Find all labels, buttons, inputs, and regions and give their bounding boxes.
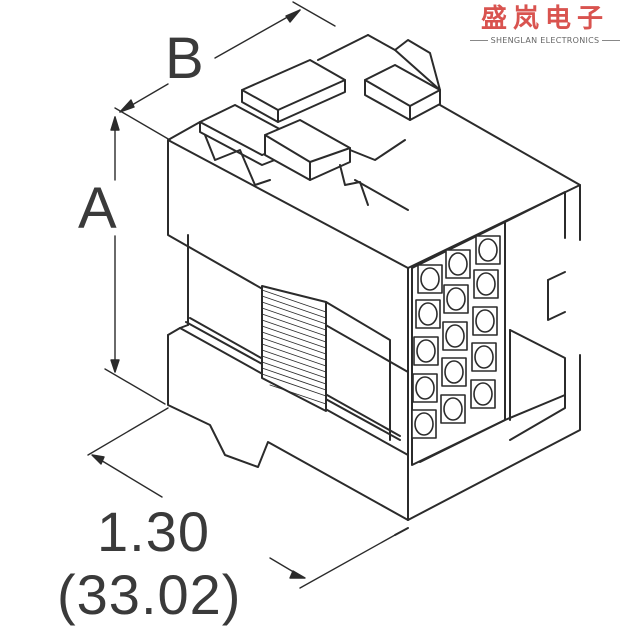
dimension-b-lines xyxy=(114,1,336,141)
grip-panel xyxy=(261,285,391,441)
watermark-brand-en: SHENGLAN ELECTRONICS xyxy=(490,36,600,45)
watermark-rule-right xyxy=(602,40,621,41)
dimension-b-label: B xyxy=(165,26,204,91)
watermark-brand-cn: 盛岚电子 xyxy=(480,4,609,34)
dimension-depth-lines xyxy=(87,407,396,589)
pin-grid xyxy=(411,235,501,439)
dimension-a-label: A xyxy=(78,176,117,241)
latch-tabs xyxy=(199,34,441,206)
watermark-rule-left xyxy=(469,40,488,41)
watermark-logo: 盛岚电子 SHENGLAN ELECTRONICS xyxy=(455,6,635,45)
dimension-depth-inches: 1.30 xyxy=(97,500,210,563)
watermark-subtitle-row: SHENGLAN ELECTRONICS xyxy=(455,36,635,45)
dimension-a-lines xyxy=(104,116,166,405)
dimension-depth-mm: (33.02) xyxy=(57,563,242,626)
housing-middle xyxy=(167,234,581,536)
